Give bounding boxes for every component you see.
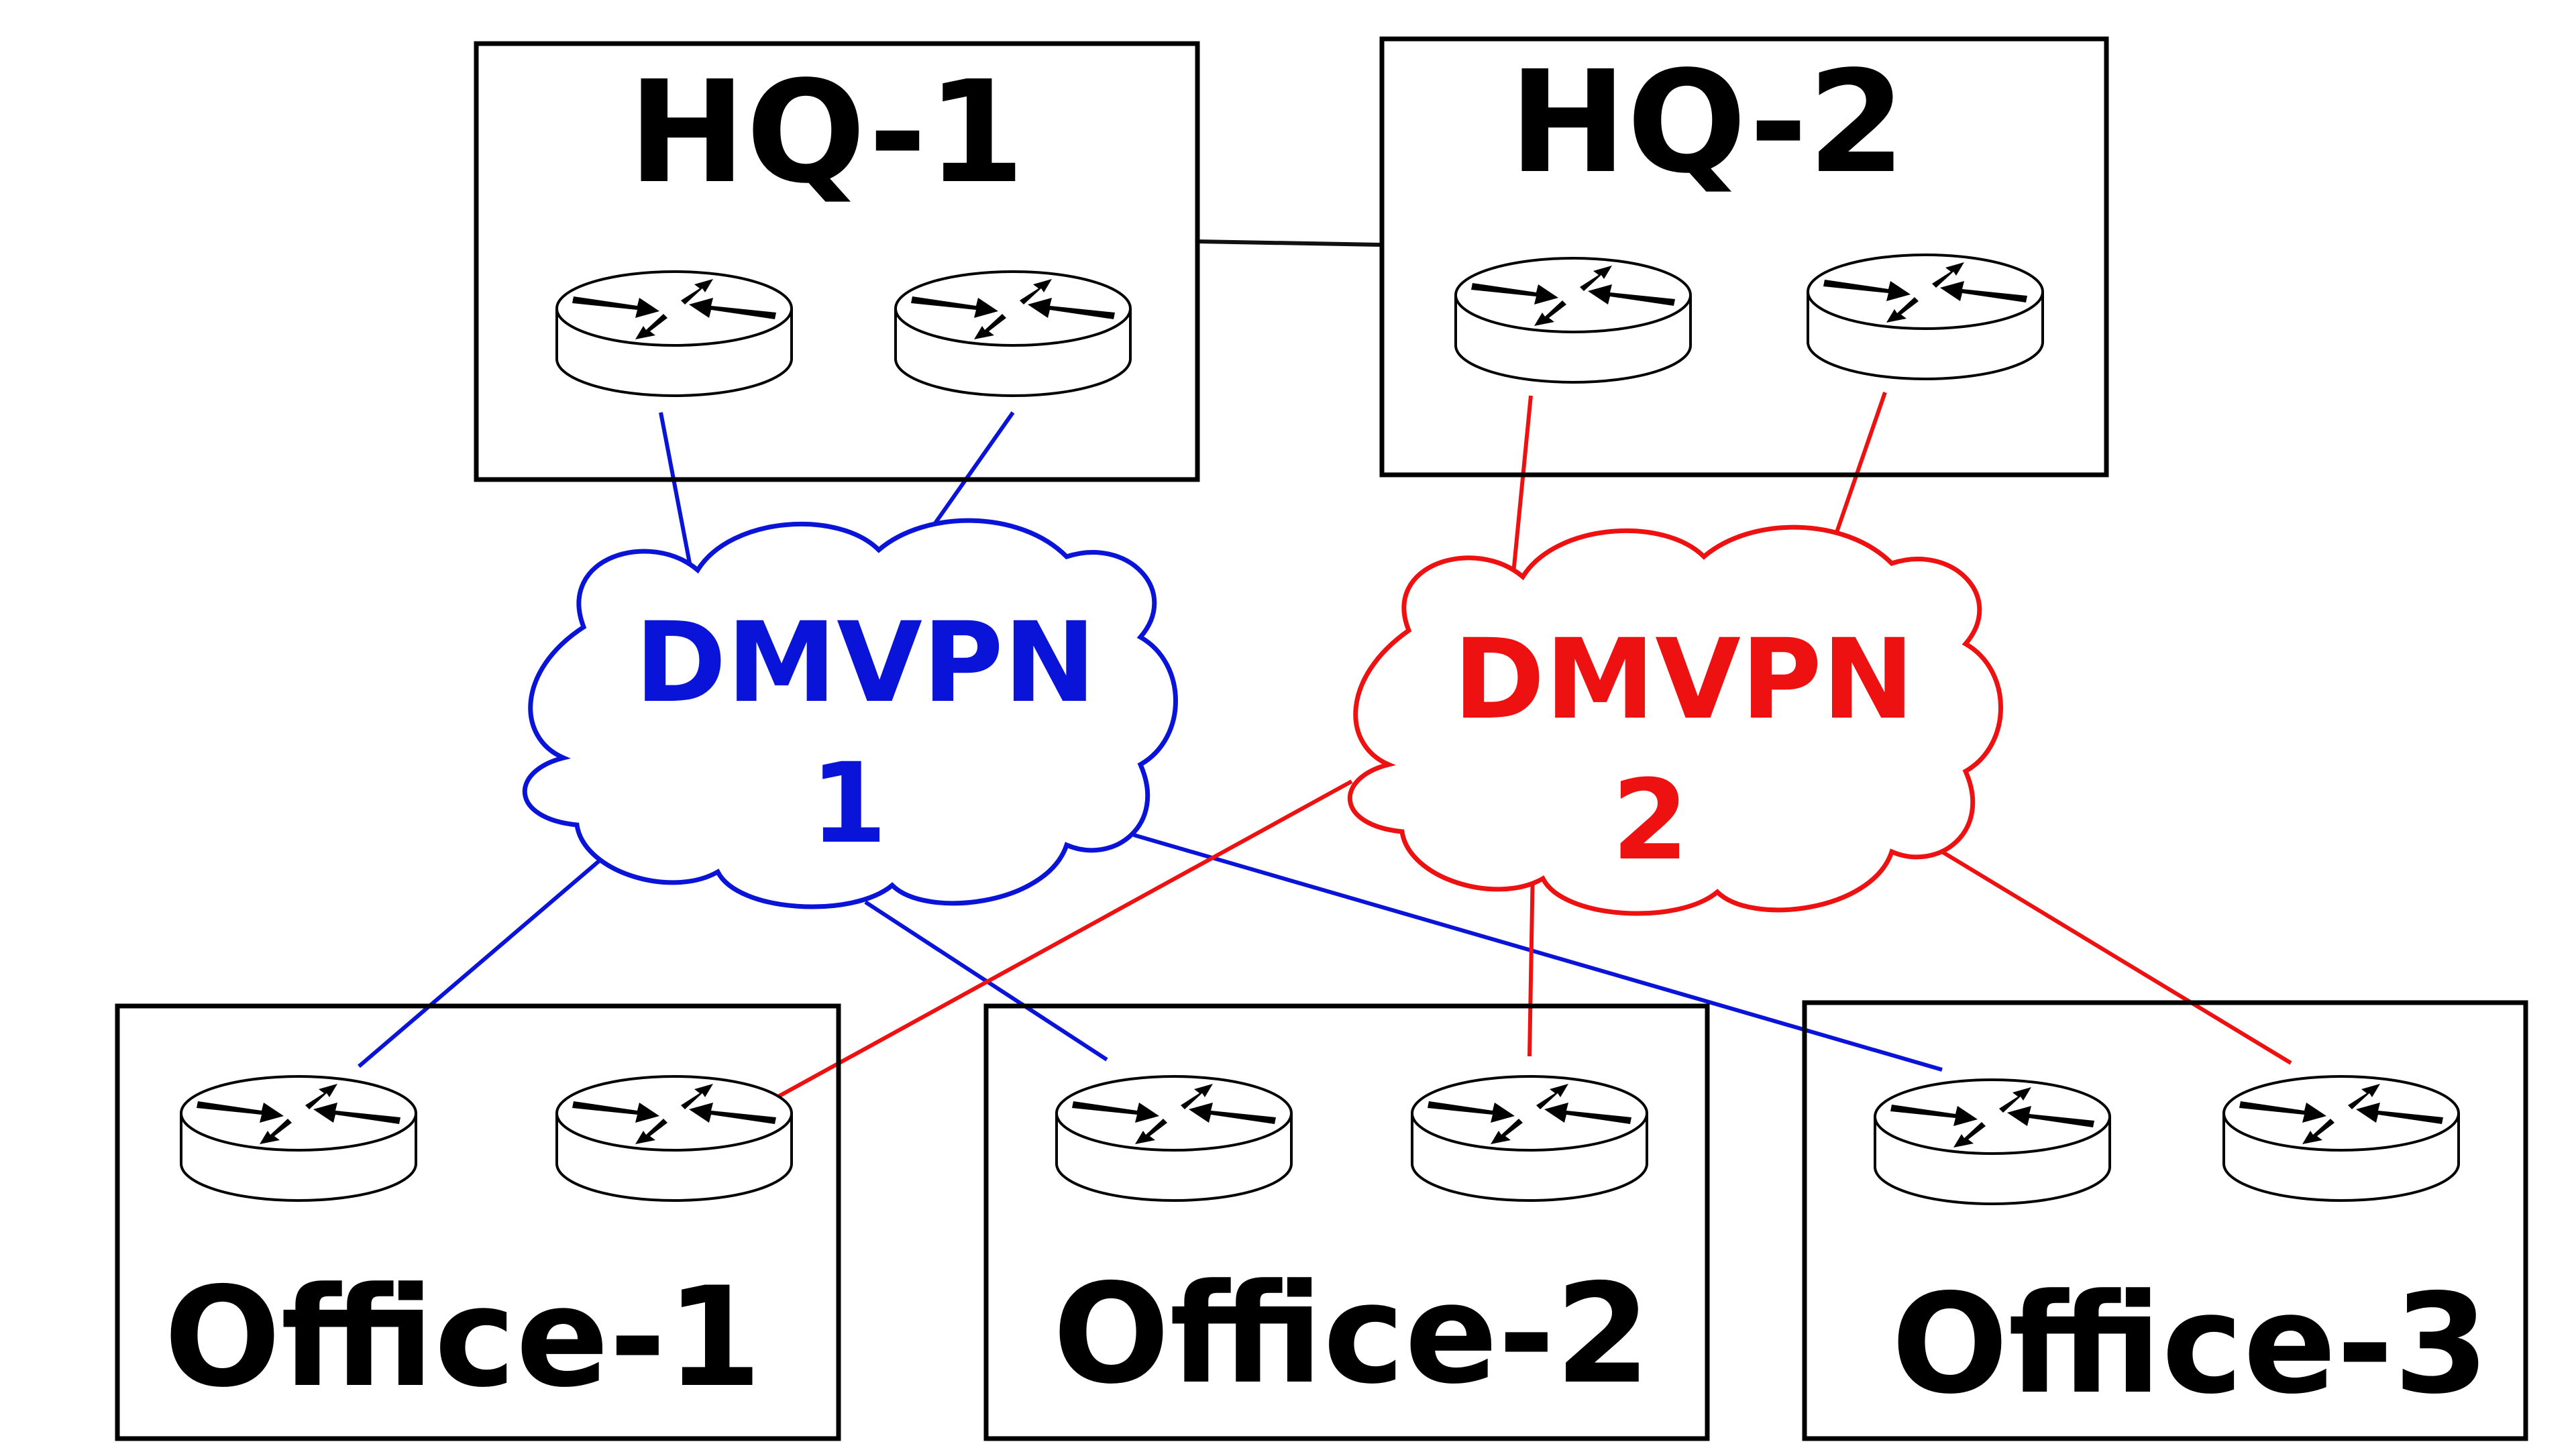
link-dmvpn2-office1-r2: [777, 779, 1353, 1099]
dmvpn2-links: [777, 392, 2292, 1099]
cloud-dmvpn2-number: 2: [1612, 756, 1689, 885]
cloud-dmvpn1: DMVPN 1: [523, 518, 1178, 909]
router-icon: [1411, 1075, 1648, 1202]
router-icon: [1874, 1078, 2111, 1205]
link-dmvpn1-office1-r1: [358, 846, 615, 1068]
cloud-dmvpn2: DMVPN 2: [1348, 524, 2003, 916]
link-dmvpn2-office2-r2: [1527, 864, 1535, 1057]
link-dmvpn2-office3-r2: [1941, 850, 2292, 1065]
router-icon: [555, 270, 793, 397]
site-office3: Office-3: [1802, 1000, 2528, 1441]
router-icon: [1807, 254, 2044, 380]
router-icon: [894, 270, 1132, 397]
cloud-dmvpn2-title: DMVPN: [1453, 615, 1915, 744]
router-icon: [1454, 257, 1692, 384]
site-office1: Office-1: [115, 1003, 841, 1441]
cloud-dmvpn1-number: 1: [810, 739, 888, 868]
link-hq1-r1-dmvpn1: [659, 412, 693, 571]
site-hq2: HQ-2: [1379, 36, 2109, 478]
router-icon: [180, 1075, 417, 1202]
hq-interconnect-link: [1197, 239, 1383, 247]
site-label-office3: Office-3: [1891, 1265, 2489, 1425]
site-label-hq2: HQ-2: [1509, 40, 1905, 205]
link-dmvpn1-office3-r1: [1133, 833, 1943, 1072]
router-icon: [1055, 1075, 1293, 1202]
site-hq1: HQ-1: [474, 41, 1200, 482]
router-icon: [2222, 1075, 2460, 1202]
link-hq2-r1-dmvpn2: [1511, 395, 1533, 581]
router-icon: [555, 1075, 793, 1202]
site-office2: Office-2: [983, 1003, 1710, 1441]
site-label-office2: Office-2: [1053, 1255, 1650, 1414]
cloud-dmvpn1-title: DMVPN: [635, 598, 1096, 727]
site-label-hq1: HQ-1: [628, 50, 1024, 215]
site-label-office1: Office-1: [164, 1258, 761, 1418]
link-hq1-r2-dmvpn1: [924, 411, 1015, 538]
